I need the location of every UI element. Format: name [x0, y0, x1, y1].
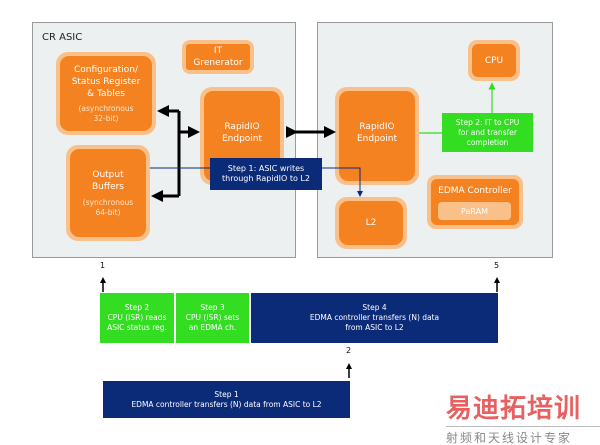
output-note1: (synchronous [82, 197, 134, 207]
step2-callout-line3: completion [466, 137, 509, 147]
timeline-step3: Step 3 CPU (ISR) sets an EDMA ch. [176, 293, 249, 343]
timeline-step2: Step 2 CPU (ISR) reads ASIC status reg. [100, 293, 174, 343]
asic-rapidio-line1: RapidIO [224, 122, 260, 132]
output-buffers-block: Output Buffers (synchronous 64-bit) [66, 145, 150, 241]
step2-callout: Step 2: IT to CPU for and transfer compl… [442, 113, 533, 152]
step2-callout-line1: Step 2: IT to CPU [455, 117, 520, 127]
dsp-rapidio-endpoint: RapidIO Endpoint [335, 87, 419, 185]
config-line3: & Tables [87, 88, 125, 99]
timeline-step3-line2: an EDMA ch. [188, 323, 237, 332]
config-line2: Status Register [71, 76, 141, 87]
timeline-step2-title: Step 2 [124, 303, 150, 312]
config-note1: (asynchronous [78, 103, 134, 113]
timeline-step3-line1: CPU (ISR) sets [185, 313, 240, 322]
cpu-label: CPU [484, 55, 504, 66]
timeline-step1: Step 1 EDMA controller transfers (N) dat… [103, 381, 350, 418]
asic-bus-arrows [151, 105, 336, 202]
cpu-block: CPU [468, 40, 520, 81]
timeline-step2-line2: ASIC status reg. [107, 323, 167, 332]
timeline-step2-line1: CPU (ISR) reads [107, 313, 167, 322]
l2-label: L2 [365, 218, 377, 228]
timeline-step4-title: Step 4 [362, 303, 387, 312]
timeline-step3-title: Step 3 [200, 303, 225, 312]
watermark-logo: 易迪拓培训 射频和天线设计专家 [446, 388, 600, 445]
step1-callout-line1: Step 1: ASIC writes [227, 164, 305, 173]
dsp-rapidio-line1: RapidIO [359, 122, 395, 132]
step1-callout-line2: through RapidIO to L2 [222, 174, 310, 183]
edma-controller-block: EDMA Controller PaRAM [427, 175, 523, 229]
timeline-markers [100, 277, 500, 378]
marker-1-label: 1 [100, 261, 106, 270]
timeline-step4: Step 4 EDMA controller transfers (N) dat… [251, 293, 498, 343]
timeline-step4-line1: EDMA controller transfers (N) data [309, 313, 440, 322]
config-line1: Configuration/ [73, 64, 139, 75]
watermark-line2: 射频和天线设计专家 [446, 431, 573, 445]
edma-label: EDMA Controller [438, 186, 512, 196]
timeline-step4-line2: from ASIC to L2 [345, 323, 404, 332]
step2-callout-line2: for and transfer [458, 127, 517, 137]
marker-5-label: 5 [494, 261, 500, 270]
marker-2-label: 2 [346, 346, 352, 355]
param-label: PaRAM [461, 206, 488, 216]
output-line2: Buffers [91, 181, 124, 192]
config-note2: 32-bit) [93, 113, 119, 123]
cr-asic-title: CR ASIC [42, 32, 83, 43]
timeline-step1-title: Step 1 [214, 389, 239, 399]
dsp-rapidio-line2: Endpoint [356, 134, 398, 144]
it-generator-line1: IT [213, 46, 223, 56]
it-generator-line2: Grenerator [193, 58, 243, 68]
output-line1: Output [92, 169, 124, 180]
param-block: PaRAM [438, 202, 511, 220]
output-note2: 64-bit) [95, 207, 121, 217]
asic-rapidio-line2: Endpoint [221, 134, 263, 144]
config-register-block: Configuration/ Status Register & Tables … [56, 52, 156, 135]
l2-block: L2 [335, 197, 407, 249]
step1-callout: Step 1: ASIC writes through RapidIO to L… [210, 158, 322, 190]
step1-arrow-to-l2 [322, 167, 363, 197]
watermark-line1: 易迪拓培训 [446, 394, 582, 424]
timeline-step1-line1: EDMA controller transfers (N) data from … [131, 399, 322, 409]
it-generator-block: IT Grenerator [182, 40, 254, 74]
